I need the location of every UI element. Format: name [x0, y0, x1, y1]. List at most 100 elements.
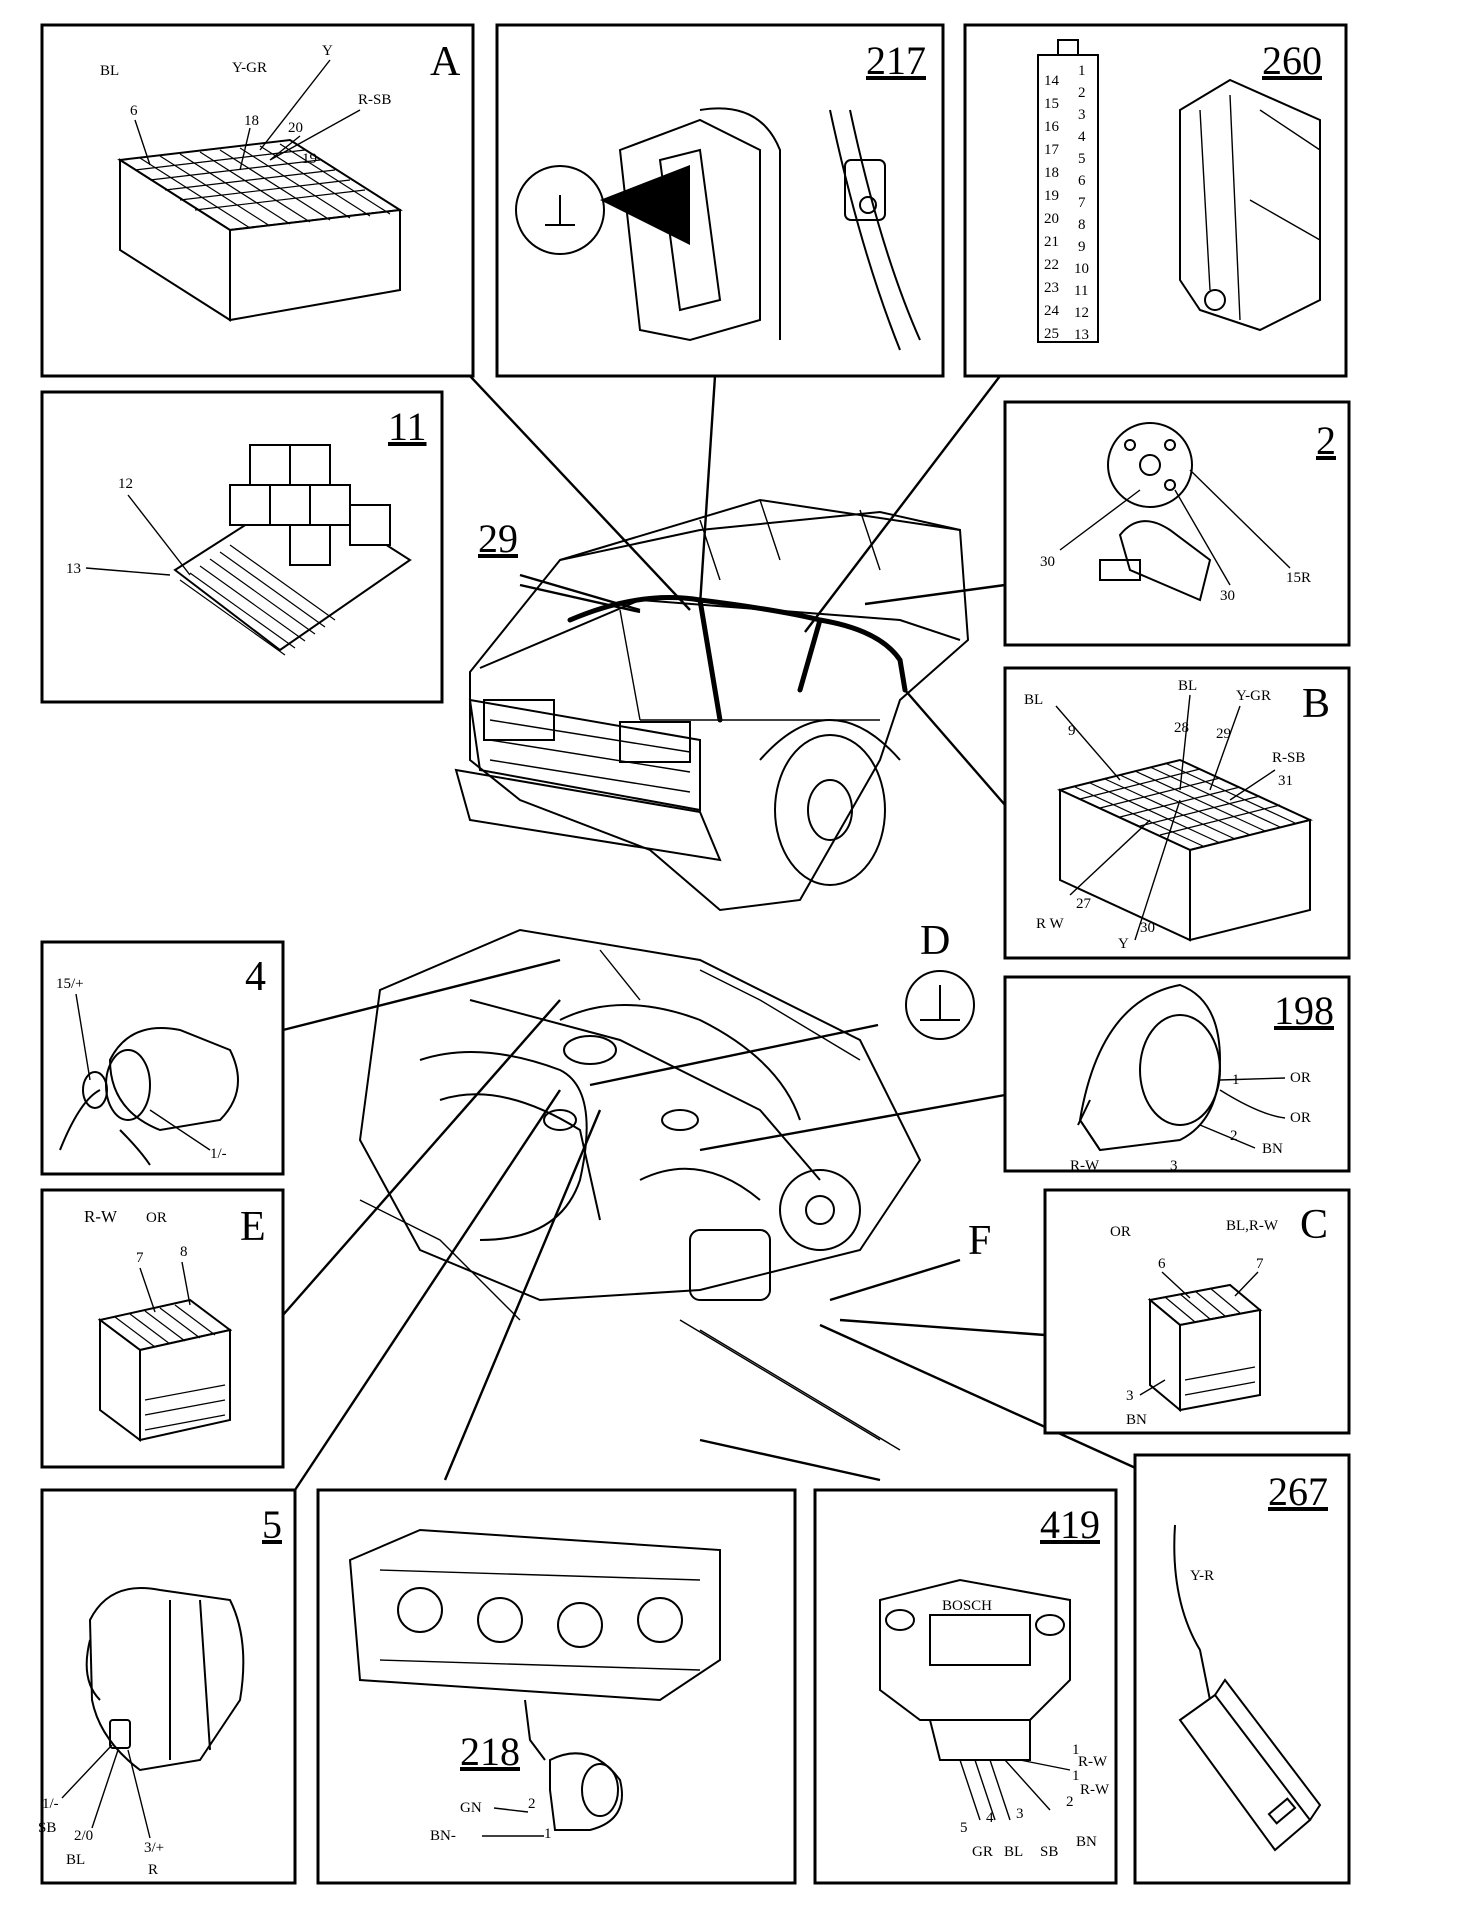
panel-A: A BL Y-GR Y R-SB 6 18 20 19	[40, 23, 475, 378]
wire-R-W-1: R-W	[1078, 1754, 1108, 1770]
panel-218-label: 218	[460, 1729, 520, 1774]
pin-29: 29	[1216, 726, 1231, 742]
panel-2-label: 2	[1316, 418, 1336, 463]
wire-Y-GR: Y-GR	[1236, 688, 1271, 704]
panel-E-label: E	[240, 1204, 266, 1250]
wire-R-W: R W	[1036, 916, 1064, 932]
svg-text:19: 19	[1044, 188, 1059, 204]
wire-Y: Y	[322, 43, 333, 59]
panel-267: 267 Y-R	[1133, 1453, 1351, 1885]
pin-1-top: 1	[1072, 1742, 1080, 1758]
panel-4: 4 15/+ 1/-	[40, 940, 285, 1176]
panel-419-label: 419	[1040, 1502, 1100, 1547]
engine-drawing	[358, 928, 922, 1451]
panel-217: 217	[495, 23, 945, 378]
pin-column-left: 14 15 16 17 18 19 20 21 22 23 24 25	[1044, 73, 1060, 342]
pin-30-right: 30	[1220, 588, 1235, 604]
panel-218: 218 GN BN- 2 1	[316, 1488, 797, 1885]
pin-6: 6	[130, 103, 138, 119]
svg-text:2: 2	[1078, 85, 1086, 101]
pin-19: 19	[302, 151, 317, 167]
panel-C-label: C	[1300, 1202, 1328, 1248]
pin-column-right: 1 2 3 4 5 6 7 8 9 10 11 12 13	[1074, 63, 1089, 343]
svg-text:21: 21	[1044, 234, 1059, 250]
wire-BL: BL	[66, 1852, 85, 1868]
svg-text:5: 5	[1078, 151, 1086, 167]
wire-BL-1: BL	[1024, 692, 1043, 708]
wire-BN: BN	[1126, 1412, 1147, 1428]
pin-12: 12	[118, 476, 133, 492]
svg-text:6: 6	[1078, 173, 1086, 189]
pin-3: 3	[1170, 1158, 1178, 1174]
wire-SB: SB	[38, 1820, 56, 1836]
svg-text:1: 1	[1078, 63, 1086, 79]
panel-E: E R-W OR 7 8	[40, 1188, 285, 1469]
pin-1-mid: 1	[1072, 1768, 1080, 1784]
wire-OR-1: OR	[1290, 1070, 1311, 1086]
wire-OR: OR	[1110, 1224, 1131, 1240]
wire-SB: SB	[1040, 1844, 1058, 1860]
svg-text:15: 15	[1044, 96, 1059, 112]
panel-B: B BL BL Y-GR R-SB R W Y 9 28 29 31 27 30	[1003, 666, 1351, 960]
pin-27: 27	[1076, 896, 1092, 912]
pin-9: 9	[1068, 723, 1076, 739]
pin-30-left: 30	[1040, 554, 1055, 570]
wire-R-SB: R-SB	[358, 92, 391, 108]
pin-1: 1	[544, 1826, 552, 1842]
svg-text:18: 18	[1044, 165, 1059, 181]
panel-C: C OR BL,R-W BN 6 7 3	[1043, 1188, 1351, 1435]
panel-4-label: 4	[245, 954, 266, 1000]
svg-text:F: F	[968, 1218, 991, 1264]
wire-R: R	[148, 1862, 158, 1878]
wire-GR: GR	[972, 1844, 993, 1860]
pin-18: 18	[244, 113, 259, 129]
pin-3: 3	[1126, 1388, 1134, 1404]
wire-OR: OR	[146, 1210, 167, 1226]
pin-3-plus: 3/+	[144, 1840, 164, 1856]
wire-Y-GR: Y-GR	[232, 60, 267, 76]
wire-R-SB: R-SB	[1272, 750, 1305, 766]
svg-text:4: 4	[1078, 129, 1086, 145]
svg-text:29: 29	[478, 516, 518, 561]
pin-2: 2	[528, 1796, 536, 1812]
pin-1-minus: 1/-	[210, 1146, 227, 1162]
pin-20: 20	[288, 120, 303, 136]
wire-Y-R: Y-R	[1190, 1568, 1214, 1584]
panel-260: 260 14 15 16 17 18 19 20 21 22 23 24 25 …	[963, 23, 1348, 378]
pin-1-minus: 1/-	[42, 1796, 59, 1812]
panel-217-label: 217	[866, 38, 926, 83]
svg-text:23: 23	[1044, 280, 1059, 296]
svg-text:13: 13	[1074, 327, 1089, 343]
pin-2: 2	[1066, 1794, 1074, 1810]
wire-BL: BL	[1004, 1844, 1023, 1860]
wire-BL-2: BL	[1178, 678, 1197, 694]
pin-2-0: 2/0	[74, 1828, 93, 1844]
car-drawing	[454, 498, 970, 912]
panel-A-label: A	[430, 39, 461, 85]
svg-text:3: 3	[1078, 107, 1086, 123]
panel-267-label: 267	[1268, 1469, 1328, 1514]
pin-5: 5	[960, 1820, 968, 1836]
panel-5-label: 5	[262, 1502, 282, 1547]
svg-text:24: 24	[1044, 303, 1060, 319]
svg-text:11: 11	[1074, 283, 1088, 299]
panel-B-label: B	[1302, 681, 1330, 727]
panel-419: 419 BOSCH 1 1 2 5 4 3 R-W R-W GR BL SB B…	[813, 1488, 1118, 1885]
svg-text:20: 20	[1044, 211, 1059, 227]
pin-15-plus: 15/+	[56, 976, 84, 992]
pin-13: 13	[66, 561, 81, 577]
svg-text:D: D	[920, 918, 950, 964]
svg-text:16: 16	[1044, 119, 1060, 135]
wire-OR-2: OR	[1290, 1110, 1311, 1126]
panel-11-label: 11	[388, 404, 427, 449]
pin-15R: 15R	[1286, 570, 1311, 586]
pin-31: 31	[1278, 773, 1293, 789]
svg-text:25: 25	[1044, 326, 1059, 342]
svg-text:12: 12	[1074, 305, 1089, 321]
panel-2: 2 30 30 15R	[1003, 400, 1351, 647]
wire-Y: Y	[1118, 936, 1129, 952]
wire-R-W: R-W	[1070, 1158, 1100, 1174]
svg-text:17: 17	[1044, 142, 1060, 158]
wire-R-W-2: R-W	[1080, 1782, 1110, 1798]
